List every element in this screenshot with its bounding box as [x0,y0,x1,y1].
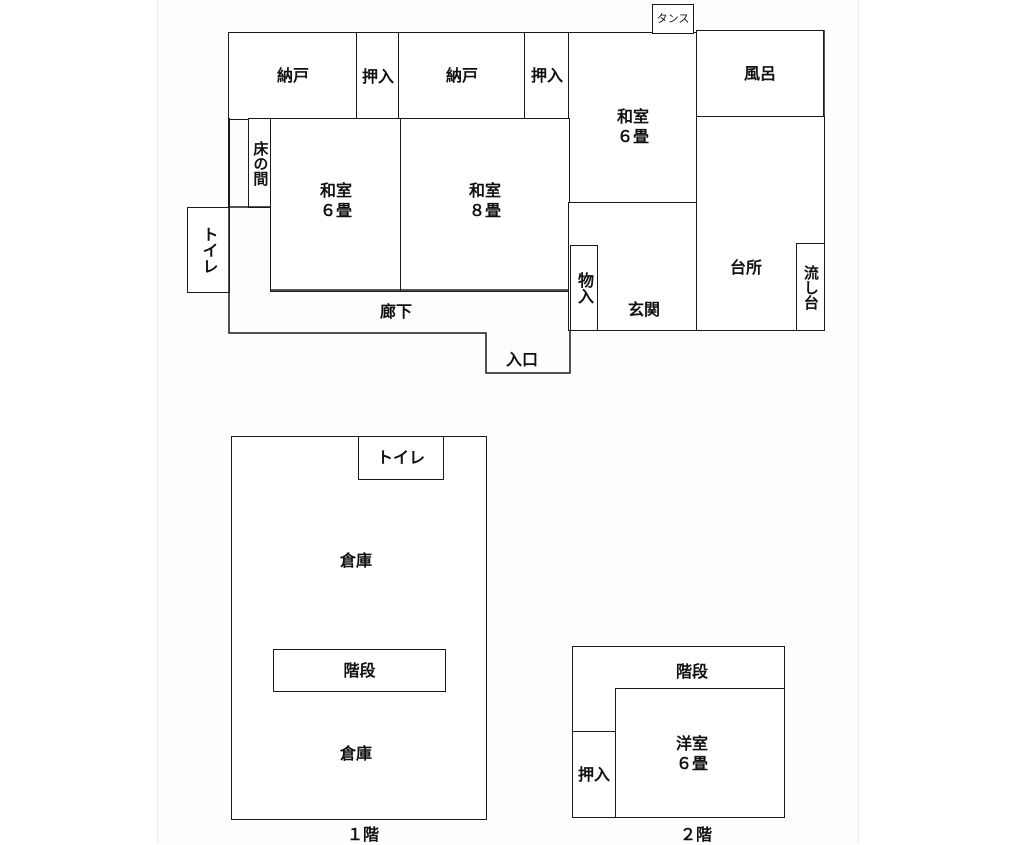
room-rouka-label: 廊下 [380,302,413,321]
room-iriguchi-label: 入口 [506,350,539,369]
room-label: 流し台 [801,264,820,310]
floor1-kaidan: 階段 [273,649,446,692]
floor2-oshiire: 押入 [572,731,616,818]
room-label: トイレ [199,226,219,274]
room-nagashidai: 流し台 [796,243,825,331]
room-name: 和室 [319,181,352,200]
room-nando-center: 納戸 [398,32,526,120]
wall-segment [228,118,230,208]
floor1-souko-top-label: 倉庫 [340,551,373,570]
room-size: ６畳 [319,201,352,220]
room-label: 納戸 [276,66,309,85]
room-nando-left: 納戸 [228,32,358,120]
room-genkan-label: 玄関 [628,300,661,319]
room-oshiire-1: 押入 [356,32,400,120]
tansu-label: タンス [656,12,690,26]
floor1-souko-bottom-label: 倉庫 [340,744,373,763]
room-size: ６畳 [616,127,649,146]
room-label: トイレ [376,448,425,467]
tansu: タンス [652,4,694,34]
room-label: 階段 [343,660,376,680]
room-monoire: 物入 [570,245,598,331]
room-oshiire-2: 押入 [524,32,570,120]
room-name: 和室 [616,107,649,126]
room-label: 納戸 [445,66,478,85]
room-label: 押入 [530,66,563,85]
floor2-kaidan-label: 階段 [676,662,709,681]
room-label: 押入 [361,67,394,86]
room-label: 風呂 [743,64,776,83]
floor1-caption: １階 [347,825,380,844]
room-furo: 風呂 [696,30,824,118]
room-size: ６畳 [676,754,709,773]
floor1-toilet: トイレ [358,436,444,480]
floor2-youshitsu [615,688,785,818]
room-label: 物入 [575,272,594,304]
room-size: ８畳 [468,201,501,220]
room-tokonoma: 床の間 [248,118,272,208]
room-label: 床の間 [251,140,270,186]
room-label: 押入 [577,764,610,784]
room-daidokoro-label: 台所 [730,258,763,277]
floor2-caption: ２階 [680,825,713,844]
room-name: 洋室 [676,734,709,753]
room-name: 和室 [468,181,501,200]
floor1-outline [231,436,487,820]
room-toilet: トイレ [187,207,230,293]
